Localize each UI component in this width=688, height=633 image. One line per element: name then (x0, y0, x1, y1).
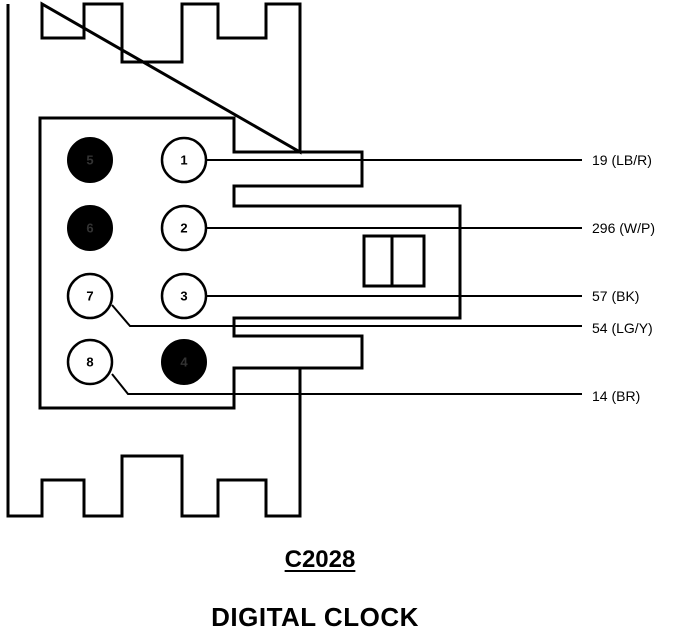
wire-14 (111, 373, 582, 395)
pin-5-label: 5 (86, 153, 93, 168)
pin-8-label: 8 (86, 355, 93, 370)
wire-label-19: 19 (LB/R) (592, 152, 652, 168)
pin-group (66, 136, 208, 386)
pin-7-cavity (66, 272, 114, 320)
latch-window (362, 234, 426, 288)
pin-6-cavity (67, 205, 113, 251)
wire-label-14: 14 (BR) (592, 388, 640, 404)
pin-1-label: 1 (180, 153, 187, 168)
pin-1-cavity (160, 136, 208, 184)
connector-housing (6, 1, 302, 518)
pin-6-label: 6 (86, 221, 93, 236)
pin-4-label: 4 (180, 355, 188, 370)
wire-54 (111, 304, 582, 327)
connector-diagram: 5 1 6 2 7 3 8 4 19 (LB/R) 296 (W/P) 57 (… (6, 1, 655, 518)
connector-id: C2028 (284, 546, 356, 573)
pin-8-cavity (66, 338, 114, 386)
wire-label-296: 296 (W/P) (592, 220, 655, 236)
inner-cavity (38, 116, 462, 410)
component-name: DIGITAL CLOCK (211, 602, 419, 632)
wire-label-54: 54 (LG/Y) (592, 320, 653, 336)
pin-7-label: 7 (86, 289, 93, 304)
pin-5-cavity (67, 137, 113, 183)
pin-3-cavity (160, 272, 208, 320)
wire-label-57: 57 (BK) (592, 288, 639, 304)
pin-4-cavity (161, 339, 207, 385)
pin-2-cavity (160, 204, 208, 252)
pin-2-label: 2 (180, 221, 187, 236)
pin-3-label: 3 (180, 289, 187, 304)
